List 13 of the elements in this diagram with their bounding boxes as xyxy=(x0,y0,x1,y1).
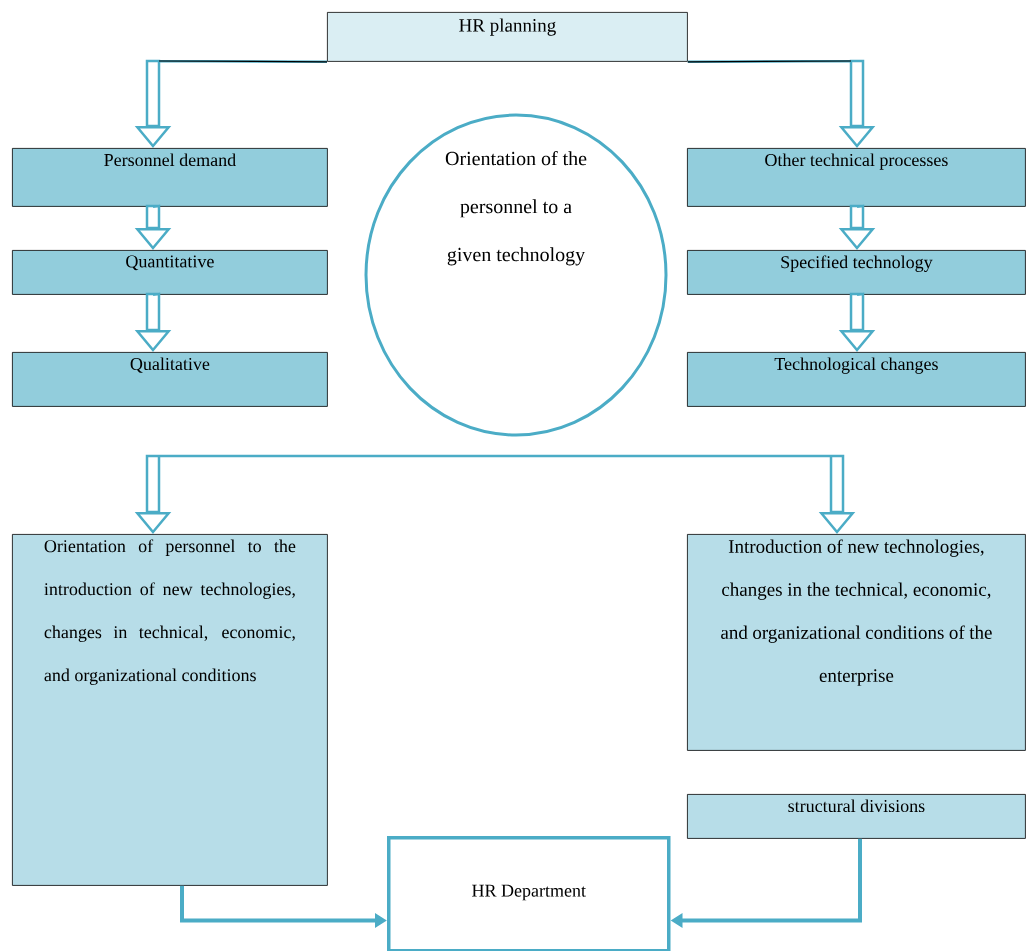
department-box: HR Department xyxy=(387,836,671,951)
process-box: Technological changes xyxy=(687,352,1026,407)
title-box: HR planning xyxy=(327,12,688,62)
process-box: Quantitative xyxy=(12,250,328,295)
process-box: structural divisions xyxy=(687,794,1026,839)
process-box: Specified technology xyxy=(687,250,1026,295)
block-arrow xyxy=(687,59,876,148)
process-box: Qualitative xyxy=(12,352,328,407)
description-box: Orientation of personnel to the introduction of new technologies, changes in technical, economic, and organizational conditions xyxy=(12,534,328,886)
process-box: Personnel demand xyxy=(12,148,328,207)
process-box: Other technical processes xyxy=(687,148,1026,207)
block-arrow xyxy=(495,454,856,534)
description-box: Introduction of new technologies, changes in the technical, economic, and organizational conditions of the enterprise xyxy=(687,534,1026,751)
